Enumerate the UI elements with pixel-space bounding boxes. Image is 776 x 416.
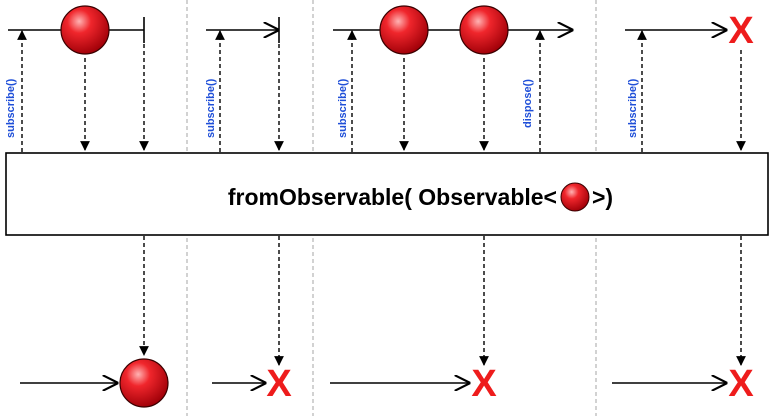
operator-box-frame (5, 152, 769, 236)
result-error-3: X (471, 363, 497, 405)
dispose-label-3: dispose() (522, 79, 534, 128)
operator-box: fromObservable( Observable< >) (5, 152, 769, 236)
subscribe-label-2: subscribe() (205, 78, 217, 138)
result-error-4: X (728, 363, 754, 405)
column-dividers (186, 0, 597, 416)
operator-label-prefix: fromObservable( Observable< (228, 184, 557, 210)
source-marble-1 (60, 5, 110, 55)
scenario-3: subscribe() dispose() X (330, 5, 572, 405)
subscribe-label-3: subscribe() (337, 78, 349, 138)
subscribe-label-4: subscribe() (627, 78, 639, 138)
source-marble-3a (379, 5, 429, 55)
subscribe-label-1: subscribe() (5, 78, 17, 138)
result-marble-1 (119, 358, 169, 408)
operator-type-marble (560, 182, 590, 212)
scenario-2: subscribe() X (205, 17, 292, 405)
scenario-1: subscribe() (5, 5, 169, 408)
scenario-4: X subscribe() X (612, 10, 754, 405)
operator-label-suffix: >) (592, 184, 613, 210)
result-error-2: X (266, 363, 292, 405)
source-marble-3b (459, 5, 509, 55)
source-error-4: X (728, 10, 754, 52)
